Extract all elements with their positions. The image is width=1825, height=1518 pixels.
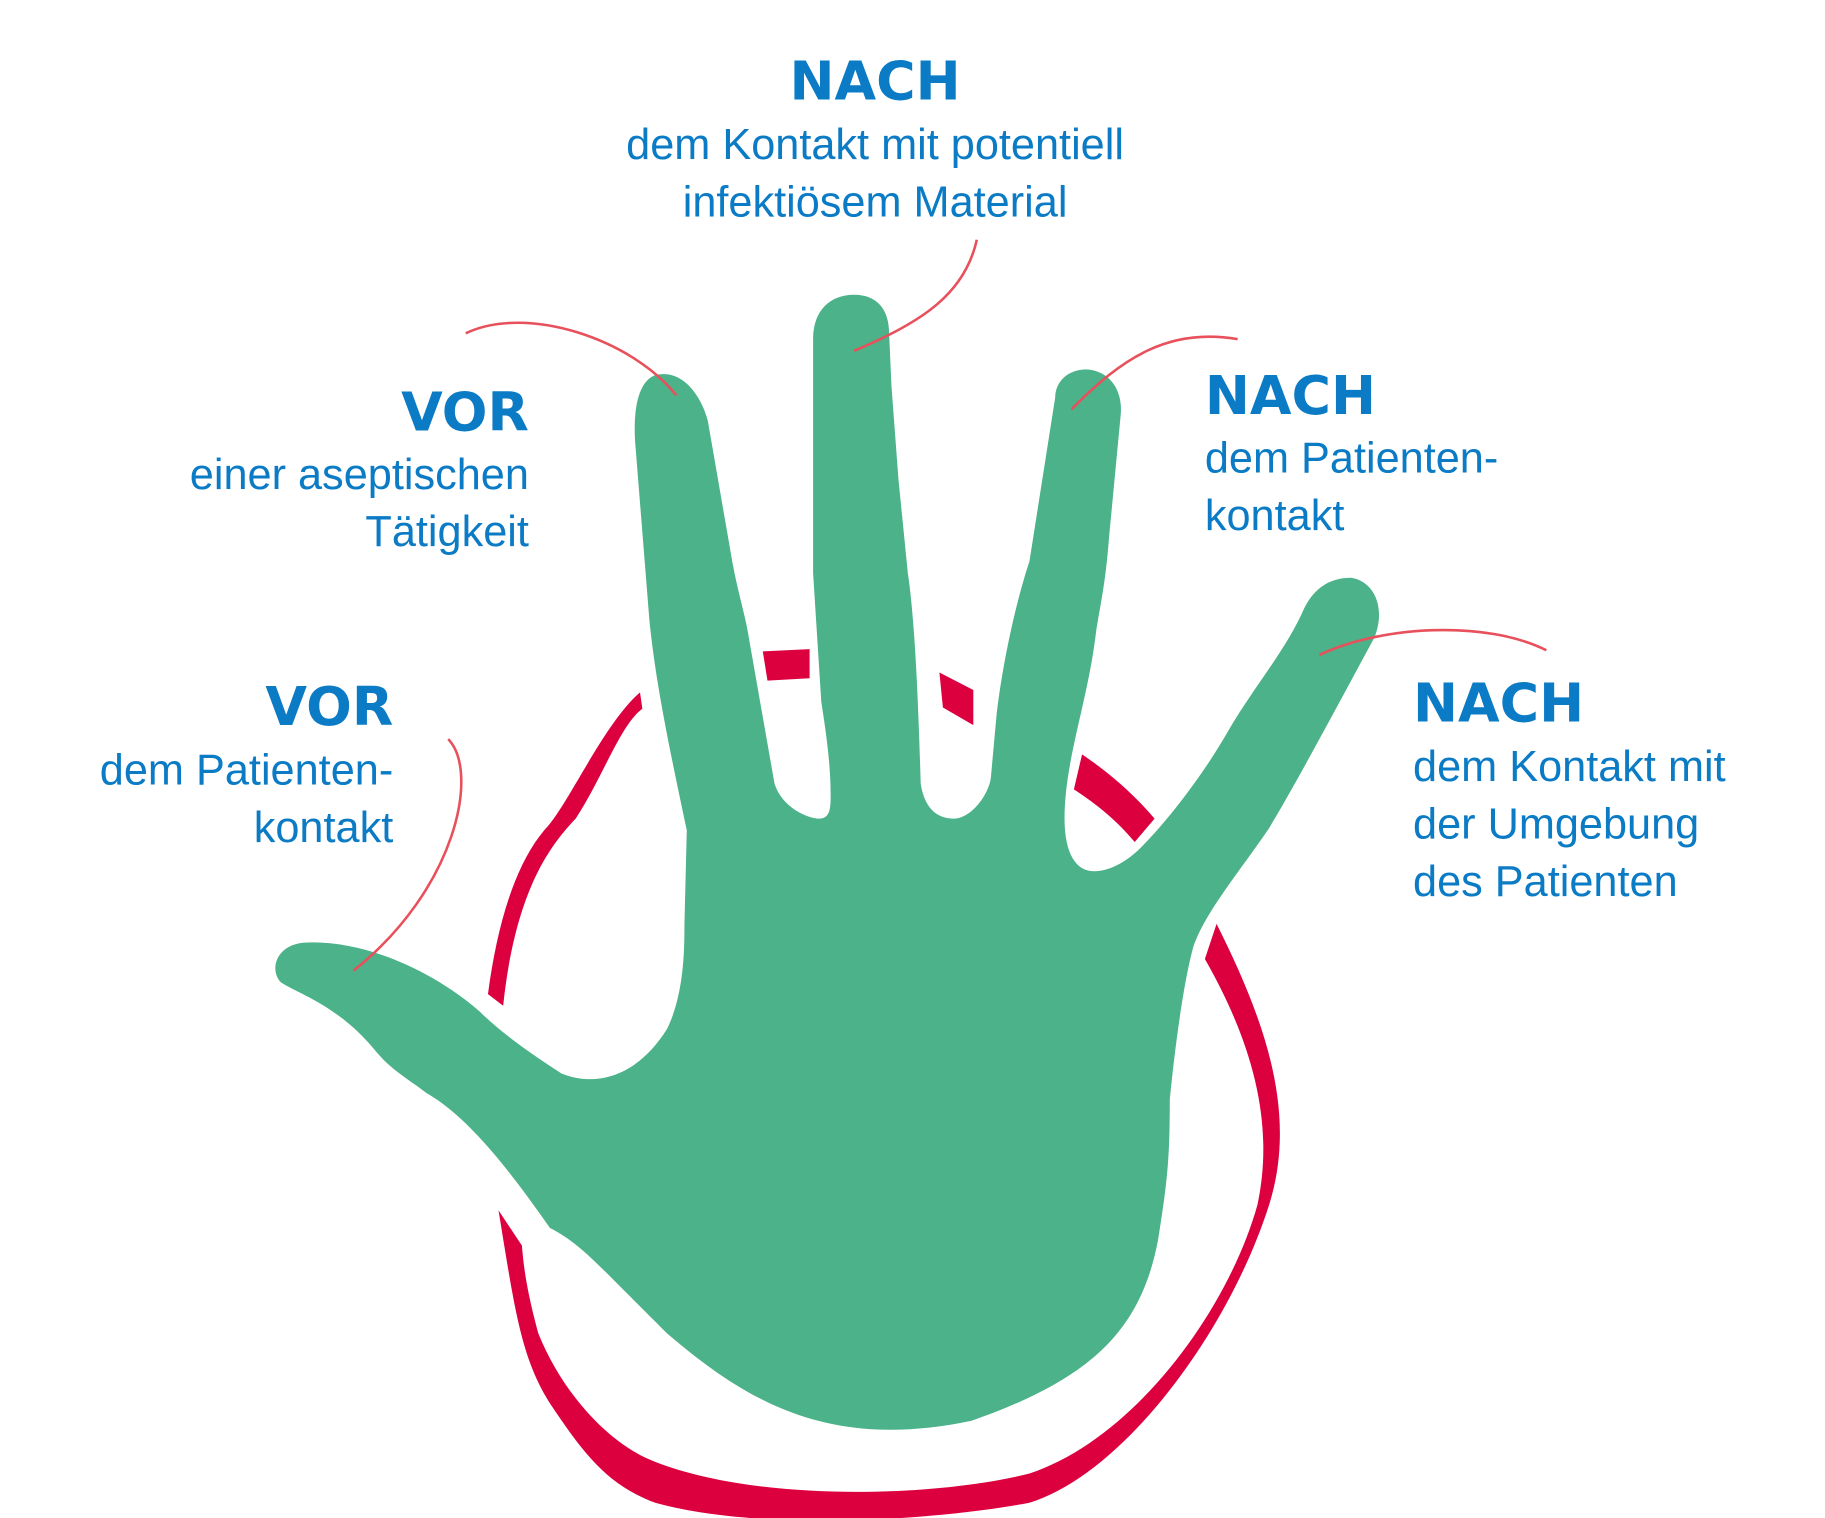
hand-shape — [275, 294, 1380, 1430]
arc-dash-2 — [939, 672, 974, 726]
label-line: Tätigkeit — [365, 508, 529, 556]
leader-after-patient — [1070, 335, 1238, 411]
label-title: VOR — [265, 675, 393, 738]
leader-top — [853, 239, 979, 353]
label-title: NACH — [1413, 672, 1584, 735]
label-before-patient-contact: VOR dem Patienten- kontakt — [100, 675, 393, 852]
arc-dash-1 — [762, 649, 810, 681]
label-after-infectious-material: NACH dem Kontakt mit potentiell infektiö… — [626, 49, 1124, 226]
label-title: NACH — [1205, 364, 1376, 427]
leader-surroundings — [1318, 628, 1547, 657]
label-before-aseptic-task: VOR einer aseptischen Tätigkeit — [190, 380, 529, 556]
label-title: NACH — [790, 49, 961, 112]
label-line: kontakt — [1205, 492, 1344, 540]
label-after-patient-surroundings: NACH dem Kontakt mit der Umgebung des Pa… — [1413, 672, 1726, 906]
label-line: des Patienten — [1413, 858, 1678, 906]
label-line: infektiösem Material — [683, 178, 1068, 226]
label-line: kontakt — [254, 804, 394, 852]
label-line: dem Kontakt mit potentiell — [626, 121, 1124, 169]
label-after-patient-contact: NACH dem Patienten- kontakt — [1205, 364, 1498, 540]
label-line: der Umgebung — [1413, 801, 1699, 849]
leader-aseptic — [465, 321, 678, 397]
label-line: dem Patienten- — [1205, 434, 1498, 482]
label-line: dem Kontakt mit — [1413, 743, 1726, 791]
red-arcs — [487, 649, 1280, 1518]
leader-before-patient — [352, 738, 463, 972]
label-title: VOR — [401, 380, 529, 443]
label-line: dem Patienten- — [100, 747, 393, 795]
arc-dash-3 — [1073, 754, 1155, 843]
left-arc — [487, 692, 643, 1006]
leader-lines — [352, 239, 1547, 972]
label-line: einer aseptischen — [190, 451, 529, 499]
